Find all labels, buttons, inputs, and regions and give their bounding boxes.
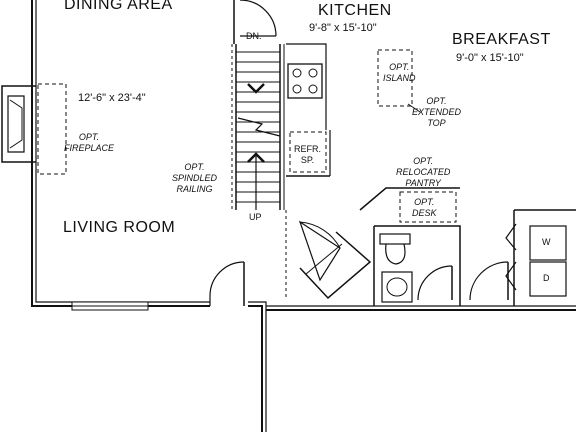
living-door-swing — [209, 261, 245, 306]
exterior-wall-left-inner — [35, 0, 210, 303]
range — [287, 63, 323, 99]
toilet-bowl — [385, 243, 406, 265]
room-label-kitchen: KITCHEN — [318, 2, 392, 19]
washer-label: W — [542, 237, 551, 247]
stairs-up-label: UP — [249, 212, 262, 222]
opt-desk-label: OPT. DESK — [412, 197, 437, 219]
kitchen-door — [298, 220, 341, 282]
exterior-wall-bottom-mid-inner — [248, 301, 267, 432]
dining-door-swing — [239, 0, 277, 37]
dryer-box — [529, 261, 567, 297]
opt-pantry-line3: PANTRY — [405, 178, 441, 188]
refr-line1: REFR. — [294, 144, 321, 154]
refr-label: REFR. SP. — [294, 144, 321, 166]
opt-island-label: OPT. ISLAND — [383, 62, 416, 84]
vanity — [381, 271, 413, 303]
opt-fireplace-line1: OPT. — [78, 132, 100, 142]
exterior-wall-bottom-mid — [248, 305, 263, 432]
opt-island-line1: OPT. — [389, 62, 410, 72]
toilet-tank — [379, 233, 411, 245]
powder-room-wall — [374, 225, 461, 306]
opt-railing-line3: RAILING — [176, 184, 213, 194]
opt-extended-line1: OPT. — [426, 96, 447, 106]
room-label-living: LIVING ROOM — [63, 219, 176, 236]
pantry-wall — [359, 187, 460, 211]
opt-fireplace-line2: FIREPLACE — [64, 143, 115, 153]
refr-line2: SP. — [300, 155, 315, 165]
room-dim-breakfast: 9'-0" x 15'-10" — [456, 52, 524, 64]
laundry-bifold-bottom — [505, 261, 517, 291]
fireplace-option-outline — [37, 83, 67, 175]
opt-desk-line2: DESK — [412, 208, 437, 218]
opt-railing-line2: SPINDLED — [172, 173, 218, 183]
powder-door-swing — [417, 265, 453, 301]
laundry-bifold-top — [505, 223, 517, 251]
dryer-label: D — [543, 273, 550, 283]
laundry-door-swing — [469, 261, 509, 301]
opt-island-line2: ISLAND — [383, 73, 416, 83]
opt-extended-line2: EXTENDED — [412, 107, 462, 117]
opt-extended-line3: TOP — [427, 118, 446, 128]
room-label-breakfast: BREAKFAST — [452, 31, 551, 48]
stairs-down-label: DN. — [246, 31, 262, 41]
opt-fireplace-label: OPT. FIREPLACE — [64, 132, 114, 154]
opt-railing-line1: OPT. — [184, 162, 205, 172]
room-dim-living: 12'-6" x 23'-4" — [78, 92, 146, 104]
kitchen-counter — [286, 43, 327, 130]
opt-pantry-line2: RELOCATED — [396, 167, 451, 177]
washer-box — [529, 225, 567, 261]
room-dim-kitchen: 9'-8" x 15'-10" — [309, 22, 377, 34]
pantry-cabinet — [299, 231, 372, 300]
stair-arrow-down — [247, 83, 265, 94]
opt-pantry-line1: OPT. — [413, 156, 434, 166]
opt-pantry-label: OPT. RELOCATED PANTRY — [396, 156, 450, 189]
opt-desk-line1: OPT. — [414, 197, 435, 207]
room-label-dining: DINING AREA — [64, 0, 173, 13]
optional-desk — [399, 191, 457, 223]
optional-island — [377, 49, 413, 107]
exterior-wall — [31, 0, 210, 307]
refrigerator-space — [289, 131, 327, 173]
opt-railing-label: OPT. SPINDLED RAILING — [172, 162, 217, 195]
opt-extended-label: OPT. EXTENDED TOP — [412, 96, 461, 129]
fireplace — [1, 85, 36, 163]
